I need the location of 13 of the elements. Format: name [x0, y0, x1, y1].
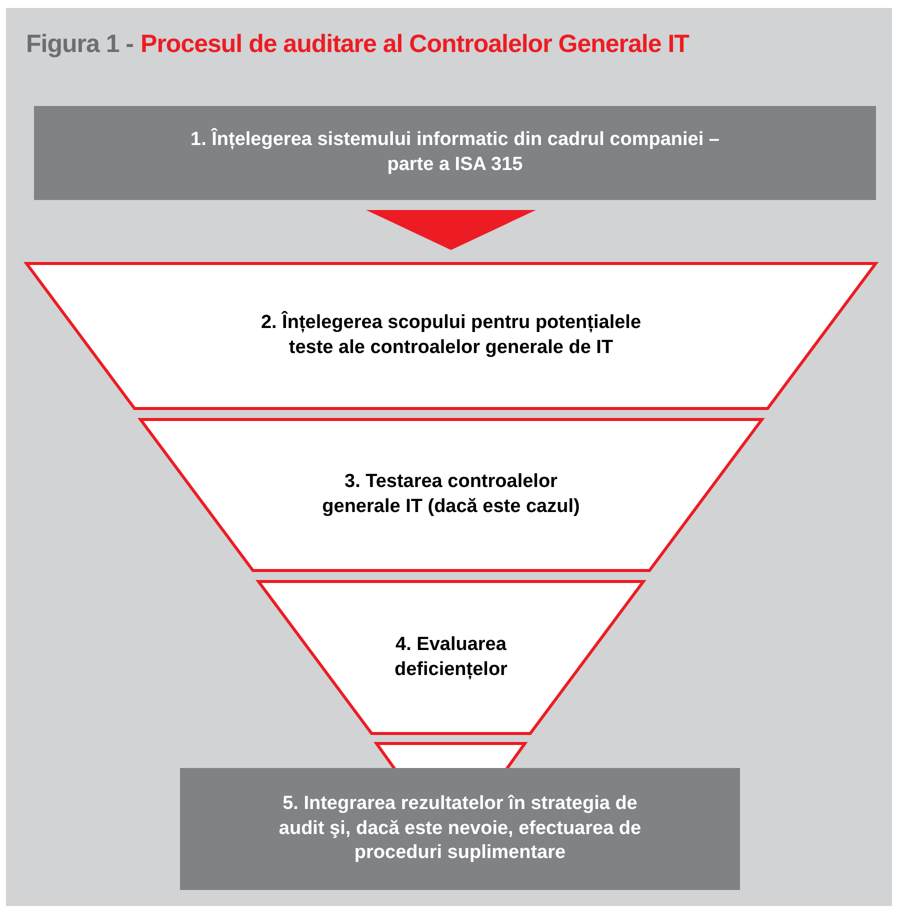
arrow: [366, 210, 536, 250]
process-box: [180, 768, 740, 890]
process-box: [34, 106, 876, 200]
title: Procesul de auditare al Controalelor Generale IT: [140, 30, 689, 59]
stage-text: 1. Înțelegerea sistemului informatic din cadrul companiei – parte a ISA 315: [190, 128, 720, 177]
stage-text: 5. Integrarea rezultatelor în strategia de audit şi, dacă este nevoie, efectuarea de proceduri suplimentare: [278, 792, 642, 866]
funnel-stage: [257, 580, 645, 735]
funnel-stage: [138, 418, 764, 572]
figure-number: Figura 1 -: [26, 30, 134, 59]
funnel-stage: [24, 262, 878, 410]
stage-text: 4. Evaluarea deficiențelor: [393, 632, 508, 682]
stage-text: 3. Testarea controalelor generale IT (dacă este cazul): [321, 470, 581, 519]
stage-text: 2. Înțelegerea scopului pentru potențialele teste ale controalelor generale de IT: [260, 311, 642, 360]
